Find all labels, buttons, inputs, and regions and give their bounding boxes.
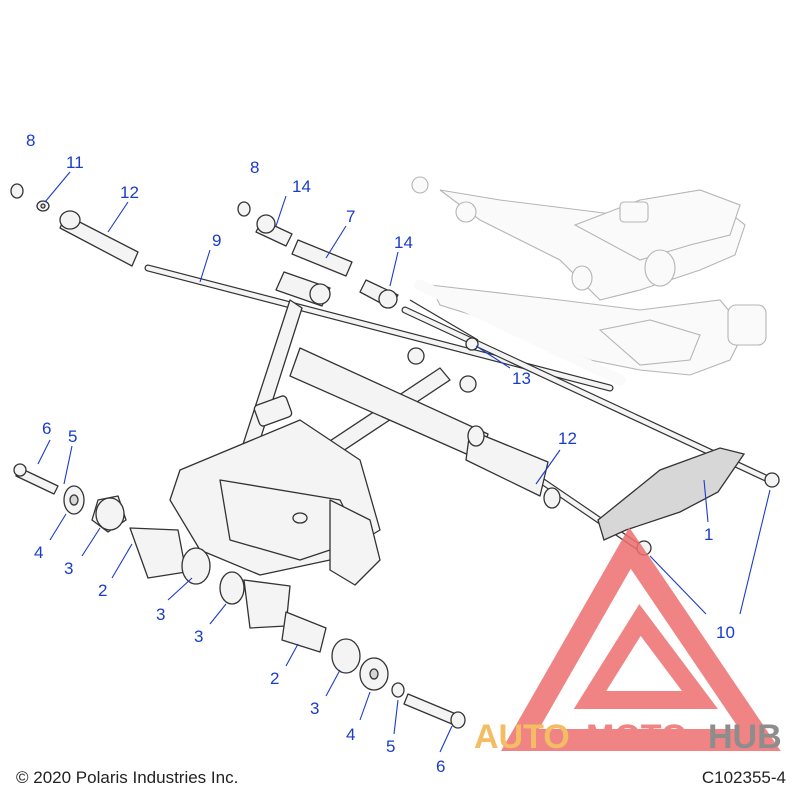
callout-labels: 8 11 12 8 14 7 9 14 13 6 5 4 3 2 3 3 12 … [26, 131, 735, 776]
callout-14: 14 [394, 233, 413, 252]
callout-3: 3 [64, 559, 73, 578]
callout-3: 3 [156, 605, 165, 624]
watermark-auto: AUTO [474, 718, 570, 756]
right-hardware [465, 425, 780, 556]
callout-13: 13 [512, 369, 531, 388]
callout-12: 12 [558, 429, 577, 448]
callout-11: 11 [66, 153, 84, 172]
trailing-arm [169, 271, 489, 586]
lower-left-hardware [13, 463, 466, 729]
background-assembly [411, 176, 767, 386]
callout-12: 12 [120, 183, 139, 202]
callout-2: 2 [98, 581, 107, 600]
callout-5: 5 [68, 427, 77, 446]
drawing-id: C102355-4 [701, 768, 786, 787]
automotohub-watermark: AUTO MOTO HUB [474, 527, 782, 756]
callout-8: 8 [250, 158, 259, 177]
watermark-triangle [501, 527, 781, 751]
callout-4: 4 [34, 543, 43, 562]
callout-3: 3 [310, 699, 319, 718]
callout-3: 3 [194, 627, 203, 646]
callout-10: 10 [716, 623, 735, 642]
callout-2: 2 [270, 669, 279, 688]
leader-lines [37, 171, 771, 753]
callout-14: 14 [292, 177, 311, 196]
watermark-hub: HUB [708, 718, 782, 756]
callout-9: 9 [212, 231, 221, 250]
watermark-moto: MOTO [586, 718, 687, 756]
callout-8: 8 [26, 131, 35, 150]
callout-6: 6 [42, 419, 51, 438]
callout-1: 1 [704, 525, 713, 544]
callout-7: 7 [346, 207, 355, 226]
copyright-text: © 2020 Polaris Industries Inc. [16, 768, 239, 787]
callout-5: 5 [386, 737, 395, 756]
upper-hardware [10, 183, 479, 351]
callout-6: 6 [436, 757, 445, 776]
callout-4: 4 [346, 725, 355, 744]
